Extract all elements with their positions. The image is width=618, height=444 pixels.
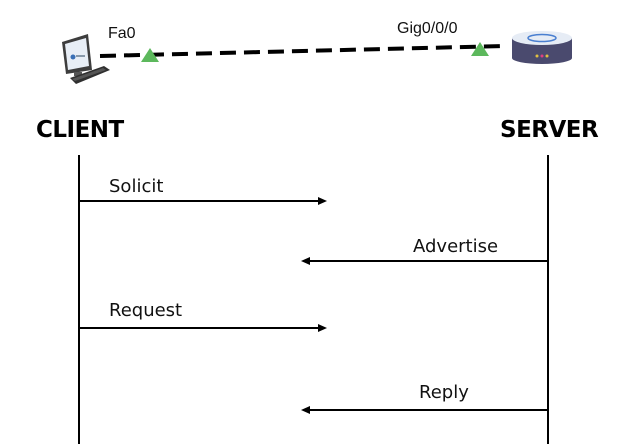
pc-icon[interactable] — [62, 34, 110, 84]
router-icon[interactable] — [512, 31, 572, 64]
message-label-solicit: Solicit — [109, 176, 164, 197]
client-interface-label: Fa0 — [108, 25, 136, 42]
server-heading: SERVER — [500, 117, 599, 143]
client-heading: CLIENT — [36, 117, 124, 143]
message-arrow-request — [79, 324, 327, 332]
message-label-request: Request — [109, 300, 183, 321]
message-arrow-reply — [301, 406, 548, 414]
link-status-server-icon — [471, 42, 489, 56]
link-status-client-icon — [141, 48, 159, 62]
message-label-advertise: Advertise — [413, 236, 499, 257]
network-link[interactable] — [99, 44, 506, 58]
message-arrow-advertise — [301, 257, 548, 265]
message-arrow-solicit — [79, 197, 327, 205]
message-label-reply: Reply — [419, 382, 469, 403]
server-interface-label: Gig0/0/0 — [397, 20, 458, 37]
